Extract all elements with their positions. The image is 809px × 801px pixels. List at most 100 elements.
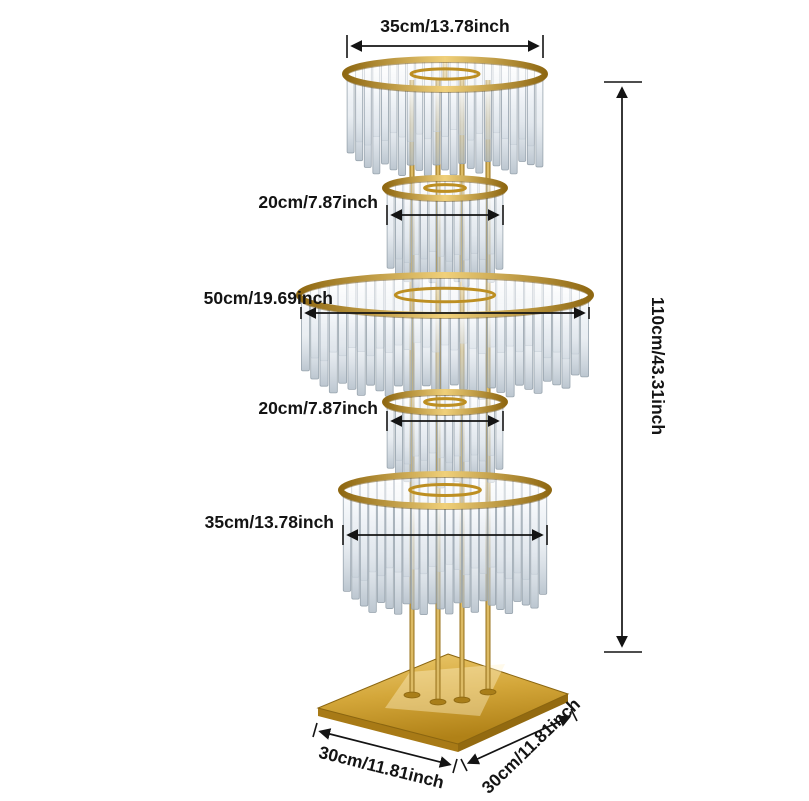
crystal bbox=[441, 86, 449, 171]
crystal bbox=[484, 85, 492, 162]
crystal bbox=[470, 408, 479, 476]
crystal bbox=[300, 298, 310, 372]
crystal bbox=[445, 195, 454, 278]
crystal bbox=[470, 194, 479, 276]
crystal bbox=[487, 311, 496, 389]
crystal bbox=[346, 76, 355, 154]
dim-label-base-width: 30cm/11.81inch bbox=[317, 742, 446, 792]
gold-ring bbox=[342, 56, 548, 92]
crystal bbox=[440, 312, 450, 397]
crystal bbox=[363, 81, 372, 168]
ring-hub bbox=[423, 183, 467, 193]
crystal bbox=[420, 194, 428, 278]
dim-tier4-width: 20cm/7.87inch bbox=[258, 398, 504, 431]
crystal bbox=[475, 85, 484, 174]
dim-tier3-width: 50cm/19.69inch bbox=[204, 288, 590, 319]
crystal bbox=[487, 192, 495, 283]
crystal bbox=[406, 85, 415, 166]
crystal bbox=[458, 86, 467, 165]
crystal bbox=[338, 306, 348, 384]
crystal bbox=[347, 308, 357, 390]
tier-1 bbox=[342, 56, 548, 177]
ring-hub bbox=[423, 397, 467, 407]
crystal bbox=[389, 84, 398, 171]
tier-5 bbox=[338, 471, 552, 616]
crystal bbox=[521, 497, 531, 606]
crystal bbox=[478, 407, 487, 480]
rod-foot bbox=[403, 691, 421, 699]
crystal bbox=[501, 83, 509, 171]
crystal bbox=[487, 501, 497, 606]
ring-hub bbox=[409, 67, 481, 81]
tier-3 bbox=[296, 272, 594, 400]
crystal bbox=[470, 502, 479, 613]
crystal bbox=[477, 311, 487, 400]
crystal bbox=[459, 312, 469, 391]
crystal bbox=[445, 503, 454, 615]
rod-foot bbox=[479, 688, 497, 696]
dim-line bbox=[318, 728, 452, 768]
crystal bbox=[385, 501, 394, 609]
crystal bbox=[403, 311, 413, 392]
crystal bbox=[526, 79, 535, 166]
crystal bbox=[518, 81, 527, 162]
gold-ring bbox=[382, 389, 508, 415]
crystal bbox=[449, 86, 458, 176]
crystal bbox=[419, 503, 428, 616]
crystal bbox=[403, 193, 412, 283]
crystal bbox=[366, 309, 375, 386]
crystal bbox=[580, 298, 589, 378]
crystal bbox=[515, 309, 524, 386]
crystal bbox=[468, 312, 478, 396]
crystal bbox=[386, 403, 395, 469]
ring-hub bbox=[393, 286, 497, 304]
crystal bbox=[533, 308, 543, 394]
dim-label-tier1-width: 35cm/13.78inch bbox=[380, 16, 509, 36]
dim-label-tier4-width: 20cm/7.87inch bbox=[258, 398, 378, 418]
base-sheen bbox=[385, 664, 505, 716]
crystal bbox=[479, 502, 488, 602]
crystal bbox=[372, 82, 381, 175]
crystal bbox=[431, 312, 441, 392]
crystal bbox=[509, 82, 518, 175]
crystal bbox=[393, 501, 403, 615]
crystal bbox=[478, 193, 487, 280]
crystal bbox=[403, 407, 412, 483]
crystal bbox=[496, 501, 505, 610]
dim-label-total-height: 110cm/43.31inch bbox=[648, 297, 668, 435]
crystal bbox=[376, 500, 386, 604]
dim-tick bbox=[452, 758, 458, 774]
crystal bbox=[487, 406, 495, 483]
dim-tick bbox=[460, 758, 468, 772]
crystal bbox=[449, 312, 459, 386]
dim-label-tier5-width: 35cm/13.78inch bbox=[205, 512, 334, 532]
crystal bbox=[319, 303, 329, 387]
rod-foot bbox=[429, 698, 447, 706]
crystal bbox=[462, 503, 471, 609]
crystal bbox=[328, 305, 338, 394]
crystal bbox=[402, 502, 411, 605]
crystal bbox=[384, 311, 394, 397]
crystal bbox=[495, 403, 504, 470]
crystal bbox=[495, 189, 504, 270]
crystal bbox=[415, 86, 424, 171]
crystal bbox=[445, 409, 454, 478]
crystal bbox=[432, 86, 441, 166]
crystal bbox=[561, 303, 571, 389]
dim-label-tier3-width: 50cm/19.69inch bbox=[204, 288, 333, 308]
crystal bbox=[496, 311, 506, 393]
dim-tier5-width: 35cm/13.78inch bbox=[205, 512, 548, 545]
crystal bbox=[355, 79, 364, 162]
crystal bbox=[428, 195, 437, 284]
dim-tier2-width: 20cm/7.87inch bbox=[258, 192, 504, 225]
crystal bbox=[420, 408, 428, 478]
crystal bbox=[351, 495, 360, 600]
dim-line bbox=[466, 715, 572, 765]
crystal bbox=[359, 497, 369, 607]
crystal bbox=[412, 312, 422, 398]
crystal bbox=[524, 308, 534, 390]
dim-total-height: 110cm/43.31inch bbox=[604, 81, 668, 653]
crystal bbox=[381, 83, 389, 165]
